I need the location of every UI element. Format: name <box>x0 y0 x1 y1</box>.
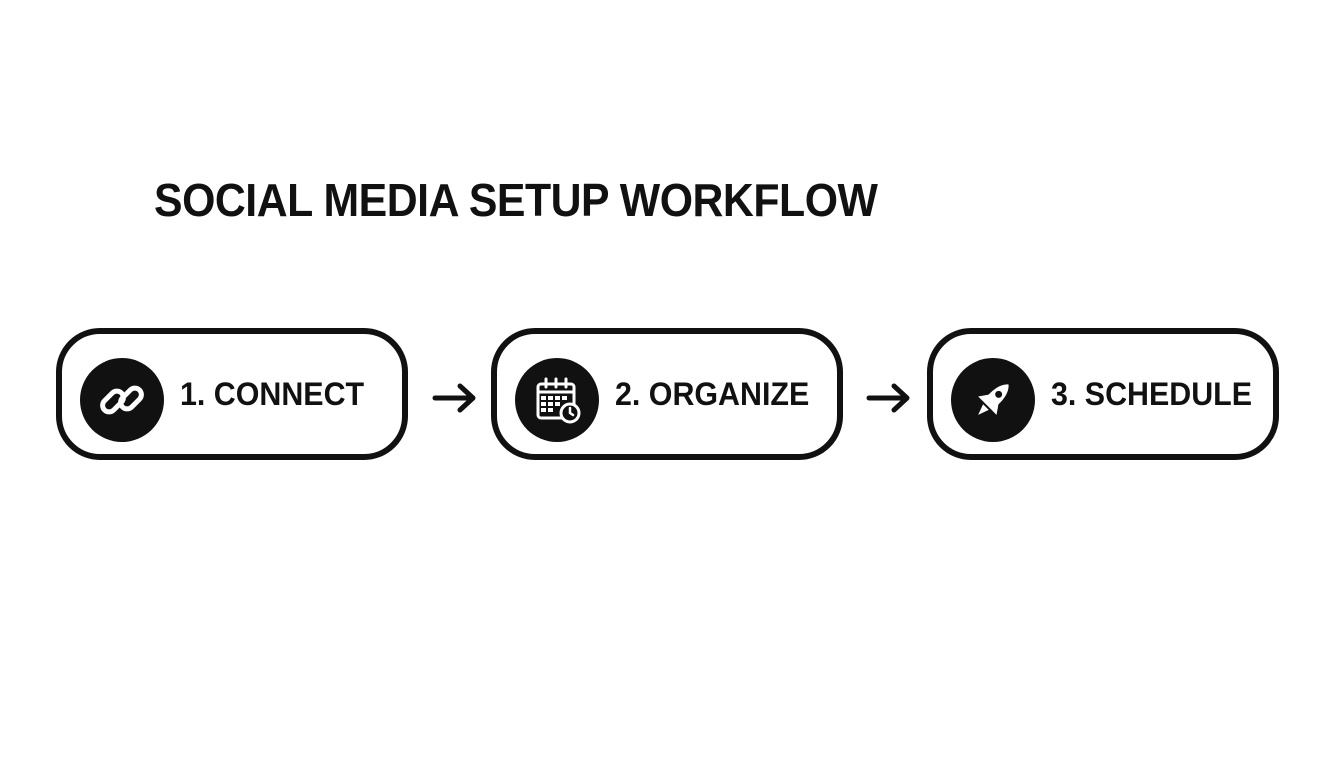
link-icon <box>80 358 164 442</box>
step-connect: 1. CONNECT <box>56 328 408 460</box>
step-label-schedule: 3. SCHEDULE <box>1051 376 1253 412</box>
calendar-icon <box>515 358 599 442</box>
diagram-title: SOCIAL MEDIA SETUP WORKFLOW <box>154 174 878 226</box>
step-label-connect: 1. CONNECT <box>180 376 365 412</box>
step-label-organize: 2. ORGANIZE <box>615 376 810 412</box>
rocket-icon <box>951 358 1035 442</box>
step-organize: 2. ORGANIZE <box>491 328 843 460</box>
arrow-right-icon <box>430 380 480 416</box>
step-schedule: 3. SCHEDULE <box>927 328 1279 460</box>
arrow-right-icon <box>864 380 914 416</box>
